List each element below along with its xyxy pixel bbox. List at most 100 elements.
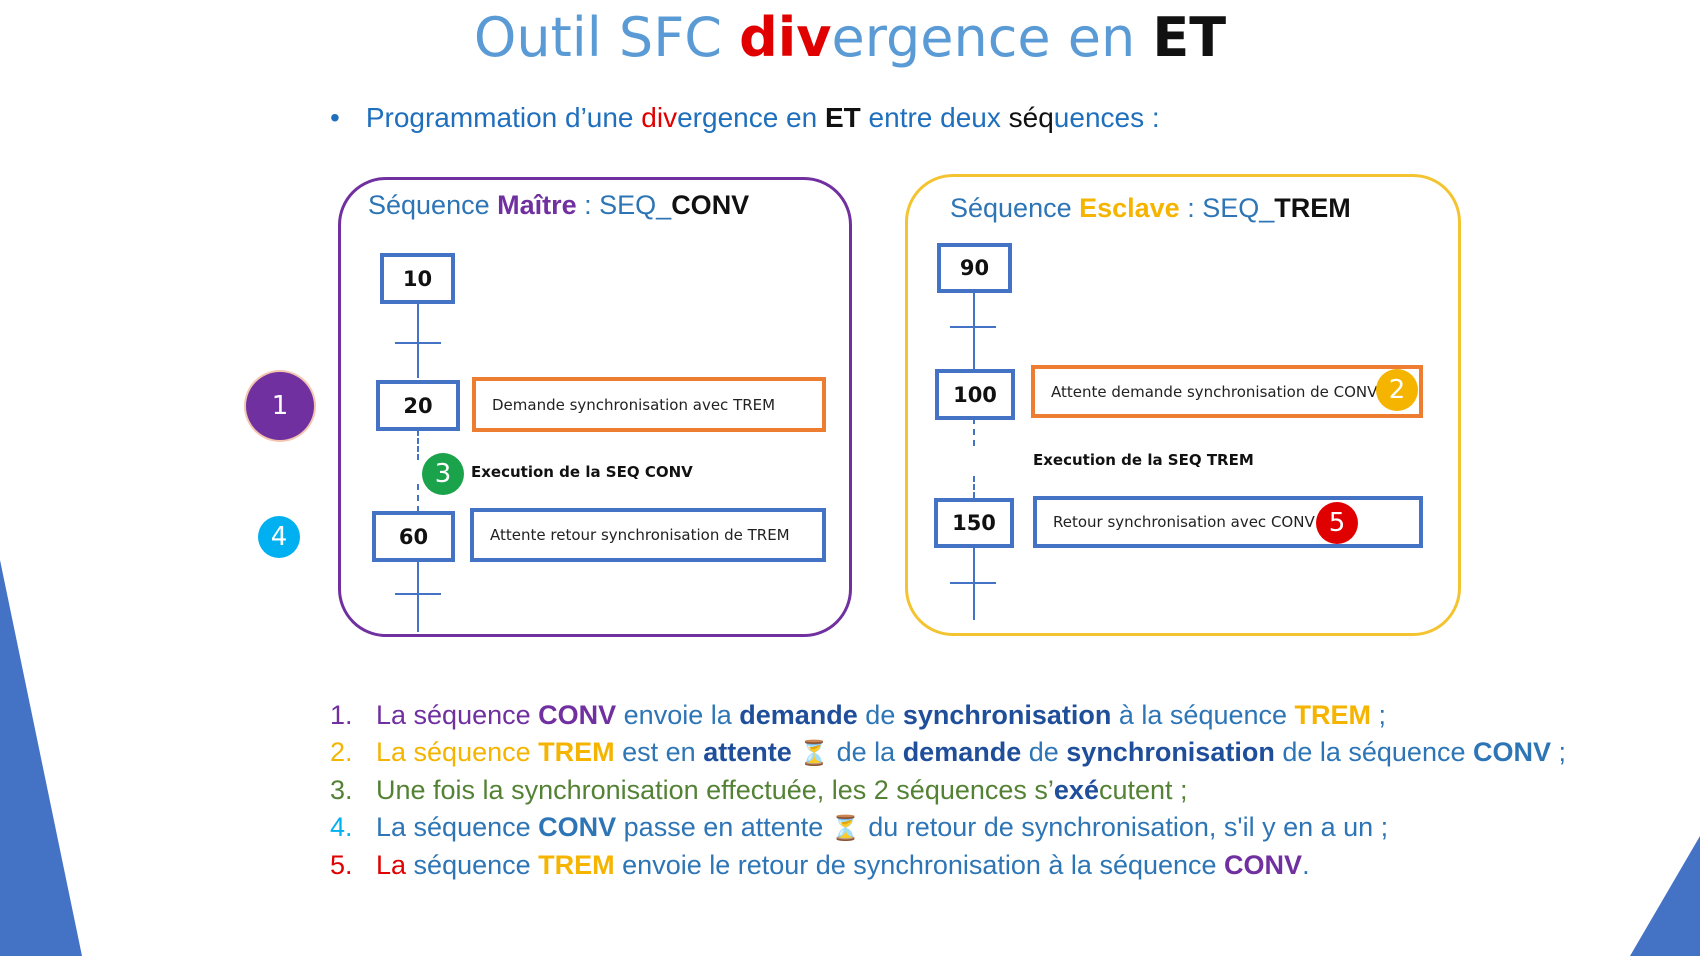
list-text: . [1302, 850, 1310, 880]
subtitle-text: entre deux [860, 102, 1009, 133]
panel-title-text: Séquence [950, 193, 1080, 223]
slave-sequence-panel [905, 174, 1461, 636]
title-part-et: ET [1152, 6, 1227, 69]
list-text: envoie le retour de synchronisation à la… [614, 850, 1225, 880]
list-text: est en [614, 736, 704, 767]
subtitle: •Programmation d’une divergence en ET en… [330, 102, 1160, 134]
panel-title-text: : SEQ_ [1179, 193, 1275, 223]
link-dashed [417, 484, 419, 512]
corner-shape [0, 560, 82, 956]
badge-3: 3 [422, 453, 464, 495]
list-item-4: 4.La séquence CONV passe en attente ⏳ du… [330, 809, 1566, 848]
action-demande-sync: Demande synchronisation avec TREM [472, 377, 826, 432]
title-part-red: div [739, 6, 832, 69]
list-text: exé [1053, 775, 1099, 805]
page-title: Outil SFC divergence en ET [0, 6, 1700, 69]
panel-title-text: TREM [1274, 193, 1351, 223]
panel-title-text: Maître [497, 190, 577, 220]
list-text: demande [739, 700, 858, 730]
panel-title-text: Esclave [1079, 193, 1180, 223]
step-20: 20 [376, 380, 460, 431]
transition-bar [395, 342, 441, 344]
list-text: CONV [1472, 736, 1551, 767]
step-90: 90 [937, 243, 1012, 293]
action-attente-retour: Attente retour synchronisation de TREM [470, 508, 826, 562]
list-text: La séquence [376, 736, 539, 767]
badge-1: 1 [246, 372, 314, 440]
subtitle-text: sé [1008, 102, 1039, 133]
step-100: 100 [935, 369, 1015, 420]
list-text: CONV [538, 811, 617, 842]
list-text: CONV [1224, 850, 1303, 880]
subtitle-text: div [641, 102, 678, 133]
link-line [417, 300, 419, 378]
explanation-list: 1. La séquence CONV envoie la demande de … [330, 697, 1566, 884]
list-text: TREM [1294, 700, 1372, 730]
list-text: attente [703, 736, 792, 767]
bullet: • [330, 102, 340, 133]
list-text: de [1021, 736, 1067, 767]
corner-decoration-right [1630, 836, 1700, 956]
list-text: demande [902, 736, 1022, 767]
title-part: ergence en [831, 6, 1153, 69]
list-text: cutent ; [1098, 775, 1188, 805]
list-item-1: 1.La séquence CONV envoie la demande de … [330, 697, 1566, 734]
list-text: ; [1371, 700, 1387, 730]
hourglass-icon: ⏳ [830, 814, 861, 842]
subtitle-text: q [1038, 102, 1054, 133]
title-part: Outil SFC [473, 6, 740, 69]
list-text: de [857, 700, 903, 730]
list-number: 2. [330, 736, 353, 767]
link-dashed [417, 430, 419, 460]
link-dashed [973, 418, 975, 446]
badge-2: 2 [1376, 369, 1418, 411]
badge-5: 5 [1316, 502, 1358, 544]
step-150: 150 [934, 498, 1014, 548]
panel-title-text: Séquence [368, 190, 498, 220]
link-dashed [973, 476, 975, 498]
list-text: La séquence [376, 811, 539, 842]
link-line [973, 290, 975, 370]
list-number: 3. [330, 775, 353, 805]
master-panel-title: Séquence Maître : SEQ_CONV [368, 190, 749, 221]
list-text: La [376, 850, 407, 880]
corner-decoration-left [0, 560, 82, 956]
step-10: 10 [380, 253, 455, 304]
list-text: Une fois la synchronisation effectuée, l… [376, 775, 1054, 805]
action-attente-demande: Attente demande synchronisation de CONV [1031, 365, 1423, 418]
slave-panel-title: Séquence Esclave : SEQ_TREM [950, 193, 1351, 224]
transition-bar [950, 326, 996, 328]
list-text: ; [1551, 736, 1567, 767]
list-item-5: 5. La séquence TREM envoie le retour de s… [330, 847, 1566, 884]
list-text: CONV [538, 700, 617, 730]
list-text: TREM [538, 736, 615, 767]
list-text: La séquence [376, 700, 539, 730]
link-line [417, 560, 419, 632]
list-text: séquence [406, 850, 539, 880]
list-item-2: 2.La séquence TREM est en attente ⏳ de l… [330, 734, 1566, 773]
subtitle-text: ET [824, 102, 861, 133]
transition-bar [950, 582, 996, 584]
list-item-3: 3. Une fois la synchronisation effectuée,… [330, 772, 1566, 809]
exec-label-conv: Execution de la SEQ CONV [471, 463, 693, 481]
list-number: 4. [330, 811, 353, 842]
panel-title-text: : SEQ_ [576, 190, 672, 220]
subtitle-text: uences : [1053, 102, 1160, 133]
list-number: 5. [330, 850, 353, 880]
transition-bar [395, 593, 441, 595]
panel-title-text: CONV [671, 190, 750, 220]
list-text: TREM [538, 850, 615, 880]
subtitle-text: ergence en [677, 102, 825, 133]
step-60: 60 [372, 511, 455, 562]
list-text: passe en attente [616, 811, 831, 842]
list-text: envoie la [616, 700, 740, 730]
corner-shape [1630, 836, 1700, 956]
badge-4: 4 [258, 516, 300, 558]
action-retour-sync: Retour synchronisation avec CONV [1033, 496, 1423, 548]
list-text: synchronisation [902, 700, 1112, 730]
list-text: de la séquence [1274, 736, 1473, 767]
list-text: synchronisation [1066, 736, 1275, 767]
master-sequence-panel [338, 177, 852, 637]
exec-label-trem: Execution de la SEQ TREM [1033, 451, 1254, 469]
list-number: 1. [330, 700, 353, 730]
